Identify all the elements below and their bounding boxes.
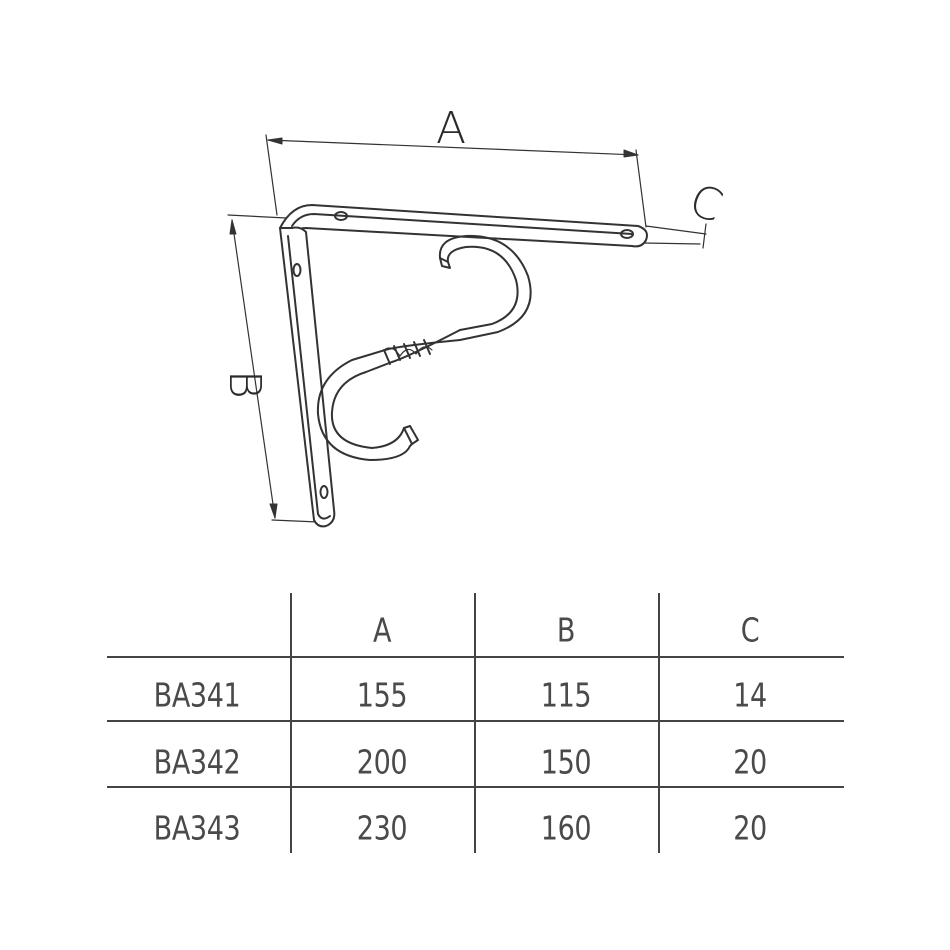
bracket-diagram: A B C (219, 103, 729, 528)
bracket-top-arm (279, 204, 648, 248)
value-c: 20 (733, 808, 767, 848)
table-column-divider (474, 593, 476, 853)
header-b: B (556, 610, 576, 650)
table-column-divider (658, 593, 660, 853)
table-divider (107, 786, 844, 788)
table-column-divider (290, 593, 292, 853)
dimension-label-c: C (683, 174, 729, 232)
value-b: 160 (540, 808, 592, 848)
dimension-b (227, 214, 319, 523)
value-b: 115 (540, 675, 592, 715)
value-a: 230 (356, 808, 408, 848)
model-ba342: BA342 (153, 742, 241, 782)
value-a: 200 (356, 742, 408, 782)
value-b: 150 (540, 742, 592, 782)
header-a: A (372, 610, 392, 650)
bracket-scroll (316, 234, 532, 461)
table-divider (107, 656, 844, 658)
dimension-a (265, 134, 647, 228)
dimension-c (643, 223, 707, 249)
dimension-label-a: A (436, 103, 466, 154)
value-a: 155 (356, 675, 408, 715)
dimension-label-b: B (219, 370, 270, 399)
model-ba341: BA341 (153, 675, 241, 715)
model-ba343: BA343 (153, 808, 241, 848)
bracket-vertical-arm (279, 226, 336, 528)
table-divider (107, 720, 844, 722)
header-c: C (740, 610, 760, 650)
value-c: 20 (733, 742, 767, 782)
value-c: 14 (733, 675, 767, 715)
